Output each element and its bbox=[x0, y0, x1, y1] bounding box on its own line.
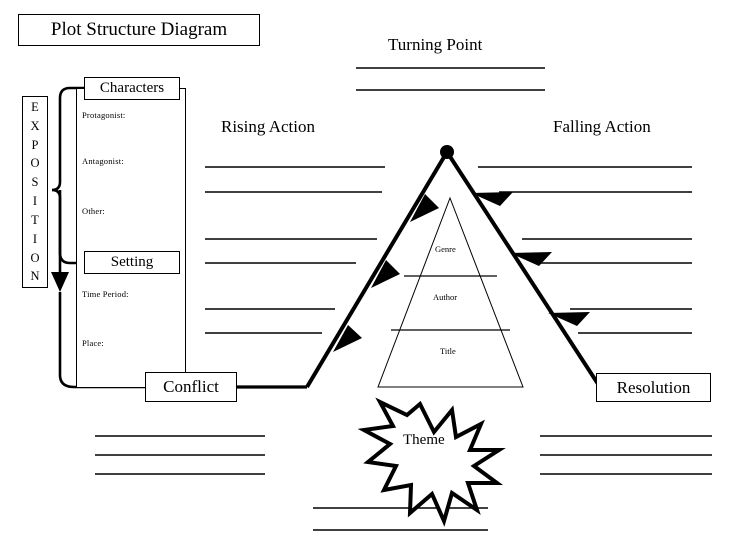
conflict-notes-lines bbox=[95, 435, 265, 475]
exposition-letter: N bbox=[30, 269, 40, 284]
time-period-field-label: Time Period: bbox=[82, 289, 129, 299]
protagonist-field-label: Protagonist: bbox=[82, 110, 126, 120]
setting-box: Setting bbox=[84, 251, 180, 274]
characters-box: Characters bbox=[84, 77, 180, 100]
resolution-box: Resolution bbox=[596, 373, 711, 402]
exposition-letter: I bbox=[32, 194, 38, 209]
place-field-label: Place: bbox=[82, 338, 104, 348]
antagonist-field-label: Antagonist: bbox=[82, 156, 124, 166]
genre-label: Genre bbox=[435, 244, 456, 254]
title-label: Title bbox=[440, 346, 456, 356]
exposition-letter: I bbox=[32, 231, 38, 246]
exposition-letter: X bbox=[30, 118, 40, 133]
falling-action-lines bbox=[478, 166, 692, 334]
exposition-letter: S bbox=[31, 175, 39, 190]
exposition-letter: T bbox=[31, 212, 39, 227]
rising-action-heading: Rising Action bbox=[221, 117, 315, 136]
turning-point-lines bbox=[356, 67, 545, 91]
exposition-detail-panel bbox=[76, 88, 186, 388]
resolution-notes-lines bbox=[540, 435, 712, 475]
conflict-box: Conflict bbox=[145, 372, 237, 402]
exposition-label-box: E X P O S I T I O N bbox=[22, 96, 48, 288]
page-title: Plot Structure Diagram bbox=[18, 14, 260, 46]
turning-point-heading: Turning Point bbox=[388, 35, 483, 54]
theme-notes-lines bbox=[313, 507, 488, 531]
author-label: Author bbox=[433, 292, 458, 302]
exposition-letter: O bbox=[30, 250, 40, 265]
theme-label: Theme bbox=[403, 432, 445, 448]
inner-triangle bbox=[377, 196, 524, 388]
exposition-letter: P bbox=[31, 137, 39, 152]
other-field-label: Other: bbox=[82, 206, 105, 216]
rising-action-lines bbox=[205, 166, 385, 334]
theme-starburst bbox=[357, 397, 506, 527]
exposition-letter: O bbox=[30, 156, 40, 171]
falling-action-arrow bbox=[445, 150, 602, 389]
falling-action-heading: Falling Action bbox=[553, 117, 651, 136]
exposition-down-arrow bbox=[51, 190, 69, 292]
rising-action-arrow bbox=[305, 150, 449, 389]
exposition-letter: E bbox=[31, 100, 39, 114]
